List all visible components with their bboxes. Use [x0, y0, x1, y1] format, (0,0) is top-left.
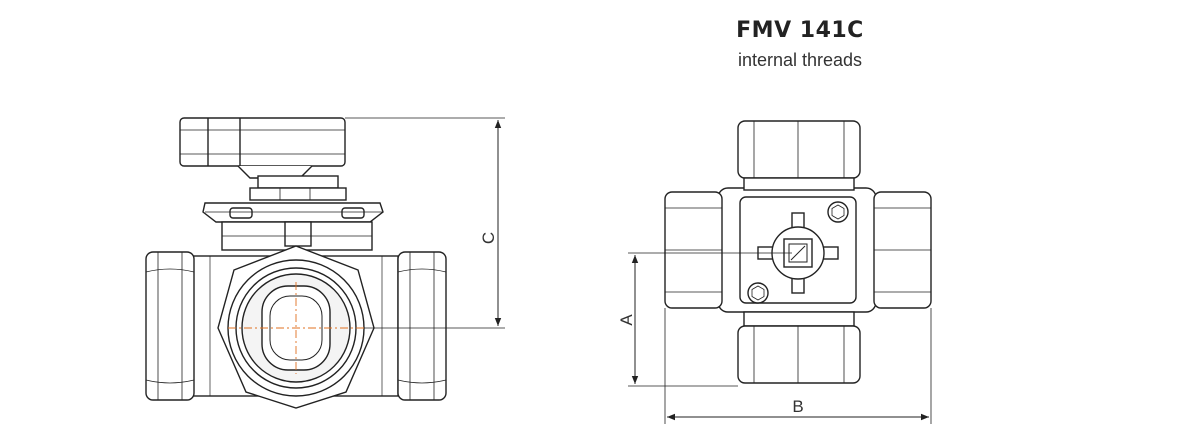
- mounting-plate: [202, 202, 384, 223]
- front-port-hex: [217, 245, 375, 409]
- top-view-right-port: [873, 191, 932, 309]
- top-view-left-port: [664, 191, 723, 309]
- front-centerlines: [228, 282, 364, 374]
- dimension-a-label: A: [617, 314, 636, 326]
- front-view: [145, 117, 447, 409]
- dimension-a: [628, 252, 792, 387]
- dimension-b-label: B: [792, 397, 803, 416]
- model-title: FMV 141C: [736, 18, 864, 43]
- valve-stem: [249, 175, 347, 201]
- top-port-nut: [737, 120, 861, 191]
- right-port-nut: [397, 251, 447, 401]
- stem-cross: [757, 212, 839, 294]
- dimension-c: [345, 117, 505, 329]
- screw-top-right: [827, 201, 849, 223]
- left-port-nut: [145, 251, 195, 401]
- dimension-b: [664, 308, 932, 424]
- screw-bottom-left: [747, 282, 769, 304]
- model-subtitle: internal threads: [737, 50, 863, 70]
- dimension-c-label: C: [479, 232, 498, 244]
- handle-lever: [179, 117, 346, 179]
- bottom-port-nut: [737, 311, 861, 384]
- valve-bonnet: [221, 221, 373, 251]
- top-view: [664, 120, 932, 384]
